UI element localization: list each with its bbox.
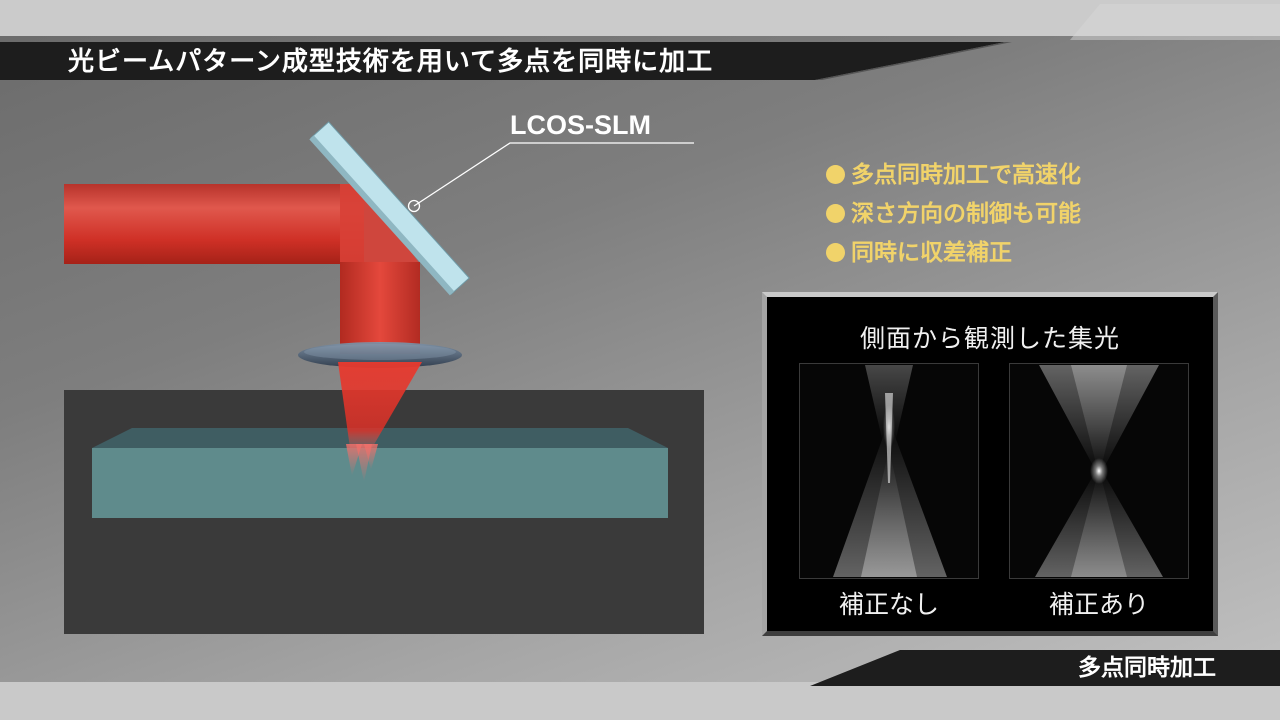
footer-label: 多点同時加工 (1078, 655, 1216, 681)
laser-beam-bend (340, 184, 420, 264)
feature-item: 多点同時加工で高速化 (826, 156, 1081, 195)
focus-comparison-panel: 側面から観測した集光 補正なし 補正あり (762, 292, 1218, 636)
bullet-dot-icon (826, 204, 845, 223)
page-title: 光ビームパターン成型技術を用いて多点を同時に加工 (68, 47, 714, 77)
panel-title: 側面から観測した集光 (859, 324, 1120, 353)
bullet-dot-icon (826, 243, 845, 262)
feature-list: 多点同時加工で高速化 深さ方向の制御も可能 同時に収差補正 (826, 156, 1081, 273)
feature-item: 同時に収差補正 (826, 234, 1081, 273)
feature-text: 同時に収差補正 (851, 240, 1012, 266)
bullet-dot-icon (826, 165, 845, 184)
slm-leader-line (413, 142, 694, 207)
focus-image-corrected (1009, 363, 1189, 579)
feature-text: 多点同時加工で高速化 (851, 162, 1081, 188)
workpiece-top (92, 428, 668, 448)
top-band (0, 0, 1280, 36)
caption-uncorrected: 補正なし (838, 590, 939, 619)
lens-highlight (304, 344, 456, 360)
caption-corrected: 補正あり (1048, 590, 1149, 619)
footer-bar (810, 650, 1280, 686)
slm-leader-dot (407, 199, 421, 213)
bottom-band (0, 682, 1280, 720)
lens (298, 342, 462, 368)
workpiece (92, 448, 668, 518)
focus-spot-3 (364, 444, 378, 470)
slm-label: LCOS-SLM (510, 110, 651, 140)
focus-image-uncorrected (799, 363, 979, 579)
feature-item: 深さ方向の制御も可能 (826, 195, 1081, 234)
lcos-slm-device (309, 121, 470, 296)
title-bar (0, 42, 1005, 80)
feature-text: 深さ方向の制御も可能 (851, 201, 1081, 227)
laser-beam-vertical (340, 262, 420, 354)
laser-beam-horizontal (64, 184, 364, 264)
title-bar-edge (815, 42, 1012, 80)
focusing-cone (338, 362, 422, 448)
top-sheen (0, 4, 1280, 40)
